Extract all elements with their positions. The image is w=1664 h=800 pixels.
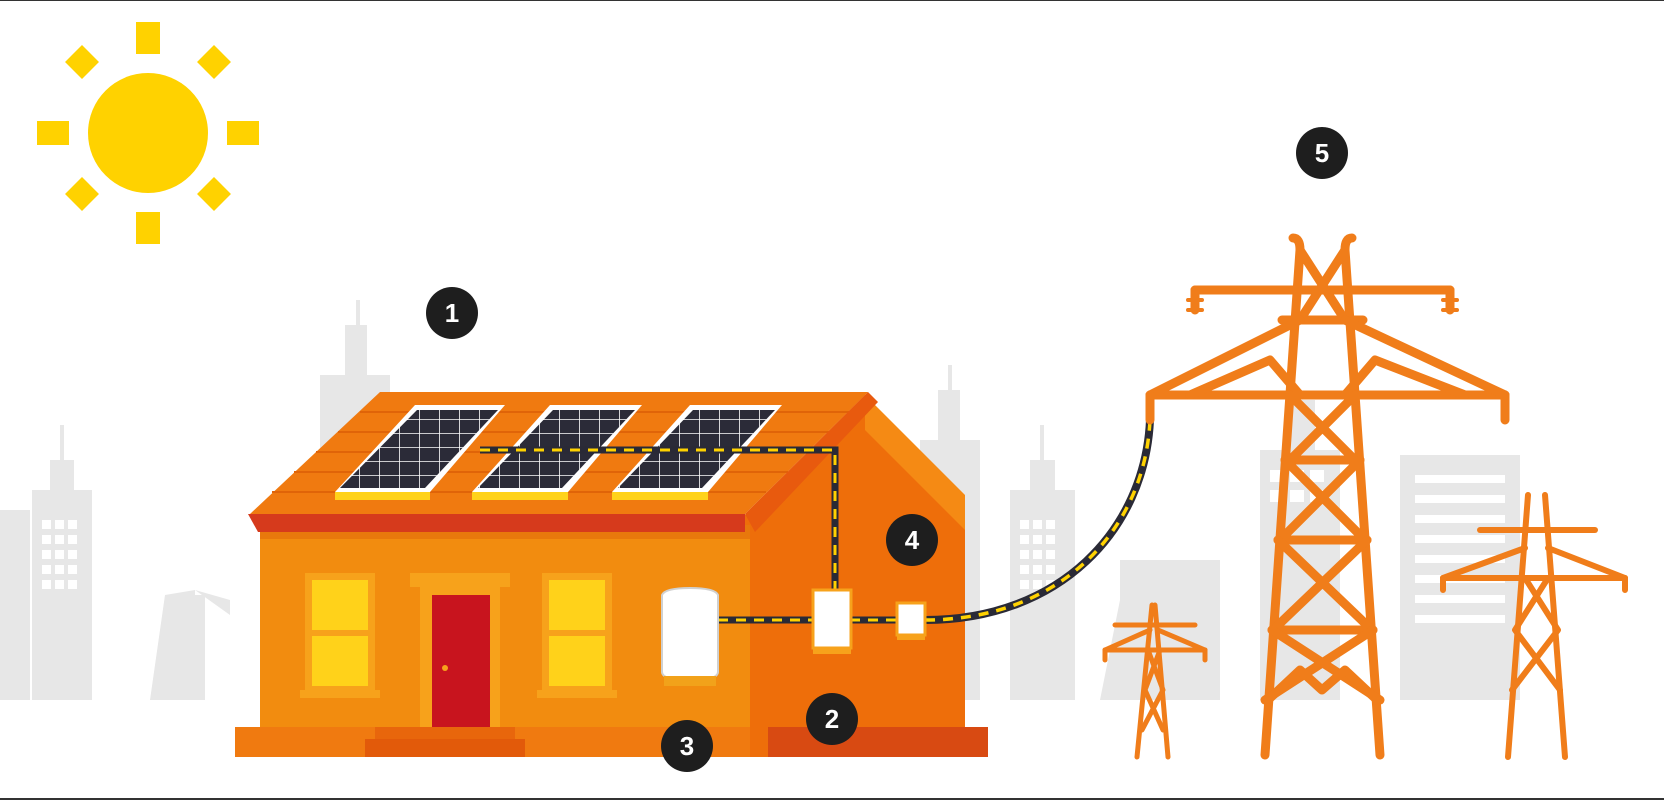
marker-label: 4 [905, 525, 920, 555]
house-window-left [300, 573, 380, 698]
marker-label: 3 [680, 731, 694, 761]
marker-label: 5 [1315, 138, 1329, 168]
inverter-icon [811, 588, 853, 654]
marker-label: 2 [825, 704, 839, 734]
power-pylon-icon [1102, 602, 1208, 760]
marker-badge-1: 1 [426, 287, 478, 339]
solar-panel-icon [335, 405, 505, 500]
power-pylon-icon [1145, 233, 1510, 760]
house-door [365, 573, 525, 757]
meter-icon [895, 601, 927, 640]
marker-badge-2: 2 [806, 693, 858, 745]
cable [480, 419, 1154, 624]
city-windows [42, 470, 1505, 623]
house-side-wall [745, 395, 965, 757]
marker-badge-3: 3 [661, 720, 713, 772]
marker-badge-5: 5 [1296, 127, 1348, 179]
power-pylon-icon [1440, 492, 1628, 760]
battery-icon [661, 586, 719, 686]
marker-badge-4: 4 [886, 514, 938, 566]
house-window-right [537, 573, 617, 698]
marker-label: 1 [445, 298, 459, 328]
sun-icon [37, 22, 259, 244]
